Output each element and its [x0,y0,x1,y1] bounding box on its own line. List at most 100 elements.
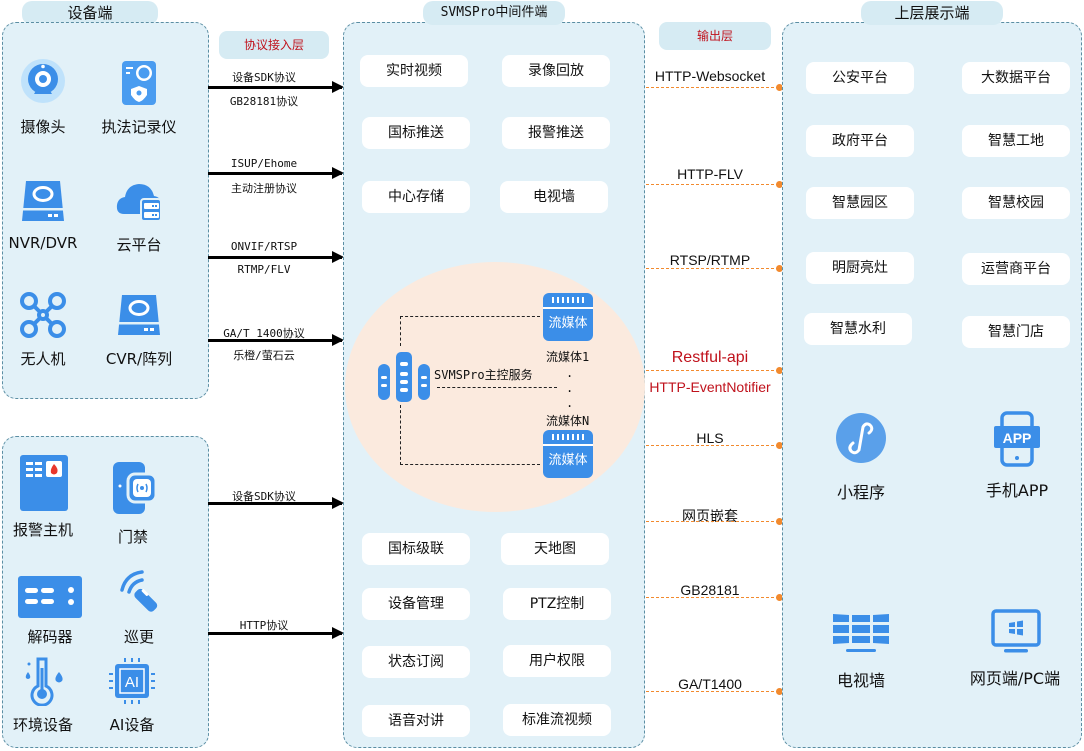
input-arrow [208,251,344,263]
module-tianditu[interactable]: 天地图 [501,533,609,565]
platform-carrier[interactable]: 运营商平台 [962,253,1070,285]
ellipsis-dot: . [566,381,574,395]
body-camera-icon [114,58,164,108]
media-first-label: 流媒体1 [546,350,590,364]
webcam-icon [18,58,68,108]
module-video-wall[interactable]: 电视墙 [500,181,608,213]
mini-program-icon [831,413,891,473]
device-label: 摄像头 [20,118,66,136]
platform-public-security[interactable]: 公安平台 [806,62,914,94]
device-cvr: CVR/阵列 [94,290,184,369]
mobile-app-icon: APP [987,411,1047,471]
platform-government[interactable]: 政府平台 [806,125,914,157]
media-box-label: 流媒体 [548,316,588,331]
client-video-wall[interactable]: 电视墙 [801,611,921,691]
client-label: 电视墙 [836,671,885,690]
svg-text:APP: APP [1003,430,1032,446]
pc-monitor-icon [985,609,1045,655]
output-protocol-label: HTTP-FLV [677,166,743,182]
module-gb-push[interactable]: 国标推送 [362,117,470,149]
middleware-panel-title: SVMSPro中间件端 [423,1,565,25]
input-arrow [208,627,344,639]
media-server-n: 流媒体 [543,430,593,478]
module-user-permissions[interactable]: 用户权限 [503,645,611,677]
client-label: 手机APP [985,481,1049,500]
output-protocol-label: 网页嵌套 [682,508,738,524]
device-label: AI设备 [109,716,155,734]
output-connector [646,687,783,695]
module-device-management[interactable]: 设备管理 [362,588,470,620]
client-mini-program[interactable]: 小程序 [801,413,921,503]
module-status-subscription[interactable]: 状态订阅 [362,646,470,678]
device-patrol: 巡更 [94,568,184,647]
ellipsis-dot: . [566,396,574,410]
device-decoder: 解码器 [5,576,95,647]
device-ai: AI AI设备 [87,656,177,735]
link-line [400,405,401,465]
link-line [400,316,540,317]
output-protocol-label: RTSP/RTMP [669,252,751,268]
drone-icon [18,290,68,340]
module-central-storage[interactable]: 中心存储 [362,181,470,213]
input-arrow [208,81,344,93]
module-standard-stream[interactable]: 标准流视频 [503,704,611,736]
master-server-icon [378,350,432,404]
input-protocol-top: 设备SDK协议 [232,71,296,84]
output-connector [646,366,783,374]
device-environment: 环境设备 [0,656,88,735]
device-label: 门禁 [117,528,148,546]
input-protocol-top: HTTP协议 [239,619,289,632]
device-label: NVR/DVR [8,234,78,252]
input-protocol-bottom: 主动注册协议 [231,182,297,195]
device-label: 云平台 [116,236,162,254]
client-mobile-app[interactable]: APP 手机APP [957,411,1077,501]
platform-smart-campus[interactable]: 智慧校园 [962,187,1070,219]
device-body-camera: 执法记录仪 [94,58,184,137]
output-connector [646,517,783,525]
output-connector [646,593,783,601]
cloud-server-icon [114,176,164,226]
output-connector [646,441,783,449]
module-realtime-video[interactable]: 实时视频 [360,55,468,87]
platform-smart-store[interactable]: 智慧门店 [962,316,1070,348]
platform-smart-construction[interactable]: 智慧工地 [962,125,1070,157]
device-label: 环境设备 [12,716,73,734]
link-line [437,387,557,388]
platform-bright-kitchen[interactable]: 明厨亮灶 [806,252,914,284]
platform-smart-water[interactable]: 智慧水利 [804,313,912,345]
input-arrow [208,167,344,179]
output-protocol-label-highlight: HTTP-EventNotifier [649,379,771,395]
device-panel-title: 设备端 [22,1,158,25]
svg-text:AI: AI [125,674,139,691]
input-arrow [208,497,344,509]
output-protocol-label: GA/T1400 [678,676,742,692]
alarm-host-icon [18,455,68,511]
device-cloud-platform: 云平台 [94,176,184,255]
output-protocol-label: GB28181 [680,582,740,598]
module-playback[interactable]: 录像回放 [502,55,610,87]
platform-big-data[interactable]: 大数据平台 [962,62,1070,94]
module-ptz-control[interactable]: PTZ控制 [503,588,611,620]
device-label: 巡更 [123,628,154,646]
input-layer-title: 协议接入层 [219,31,329,59]
client-web-pc[interactable]: 网页端/PC端 [940,609,1084,689]
input-protocol-top: 设备SDK协议 [232,490,296,503]
nvr-disk-icon [18,176,68,226]
ellipsis-dot: . [566,366,574,380]
video-wall-icon [831,611,891,655]
input-arrow [208,334,344,346]
module-gb-cascade[interactable]: 国标级联 [362,533,470,565]
link-line [400,316,401,346]
input-protocol-top: ONVIF/RTSP [230,240,298,253]
module-voice-intercom[interactable]: 语音对讲 [362,705,470,737]
input-protocol-bottom: 乐橙/萤石云 [233,349,295,362]
client-label: 小程序 [836,483,885,502]
client-label: 网页端/PC端 [969,669,1061,688]
thermometer-icon [18,656,68,707]
storage-array-icon [114,290,164,340]
module-alarm-push[interactable]: 报警推送 [502,117,610,149]
display-panel-title: 上层展示端 [861,1,1003,25]
platform-smart-park[interactable]: 智慧园区 [806,187,914,219]
media-box-label: 流媒体 [548,453,588,468]
link-line [400,464,540,465]
